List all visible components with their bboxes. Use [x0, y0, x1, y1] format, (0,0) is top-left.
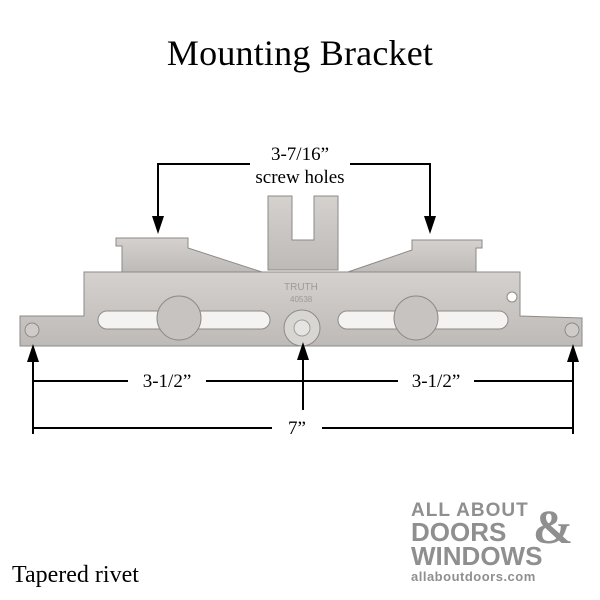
left-up-arrow — [27, 344, 39, 362]
logo-line-3: WINDOWS — [411, 541, 543, 571]
screw-holes-value: 3-7/16” — [271, 144, 329, 165]
part-number-marking: 40538 — [290, 295, 313, 304]
screw-hole-dimension — [157, 163, 431, 218]
logo-url: allaboutdoors.com — [411, 569, 536, 584]
left-screw-arrow — [152, 216, 164, 234]
mounting-hole — [506, 291, 518, 303]
right-end-rivet — [564, 322, 580, 338]
bracket-left-tab — [115, 237, 263, 273]
left-end-rivet — [24, 322, 40, 338]
right-slider-knob — [393, 295, 439, 341]
left-half-label: 3-1/2” — [143, 371, 192, 392]
left-slider-knob — [156, 295, 202, 341]
bracket-right-tab — [341, 239, 483, 275]
right-half-label: 3-1/2” — [412, 371, 461, 392]
bracket-center-fork — [267, 195, 339, 271]
logo-line-1: ALL ABOUT — [411, 500, 529, 521]
page-title: Mounting Bracket — [166, 33, 434, 73]
right-screw-arrow — [424, 216, 436, 234]
brand-marking: TRUTH — [284, 282, 318, 293]
logo-ampersand: & — [533, 501, 573, 554]
screw-holes-label: screw holes — [255, 167, 344, 188]
rivet-center — [293, 319, 311, 337]
right-up-arrow — [567, 344, 579, 362]
total-label: 7” — [288, 418, 306, 439]
all-about-doors-windows-logo: ALL ABOUT DOORS & WINDOWS allaboutdoors.… — [411, 500, 586, 590]
center-up-arrow — [297, 342, 309, 360]
mounting-bracket: TRUTH 40538 — [19, 195, 583, 347]
logo-line-2: DOORS — [411, 517, 507, 547]
caption: Tapered rivet — [12, 562, 139, 588]
